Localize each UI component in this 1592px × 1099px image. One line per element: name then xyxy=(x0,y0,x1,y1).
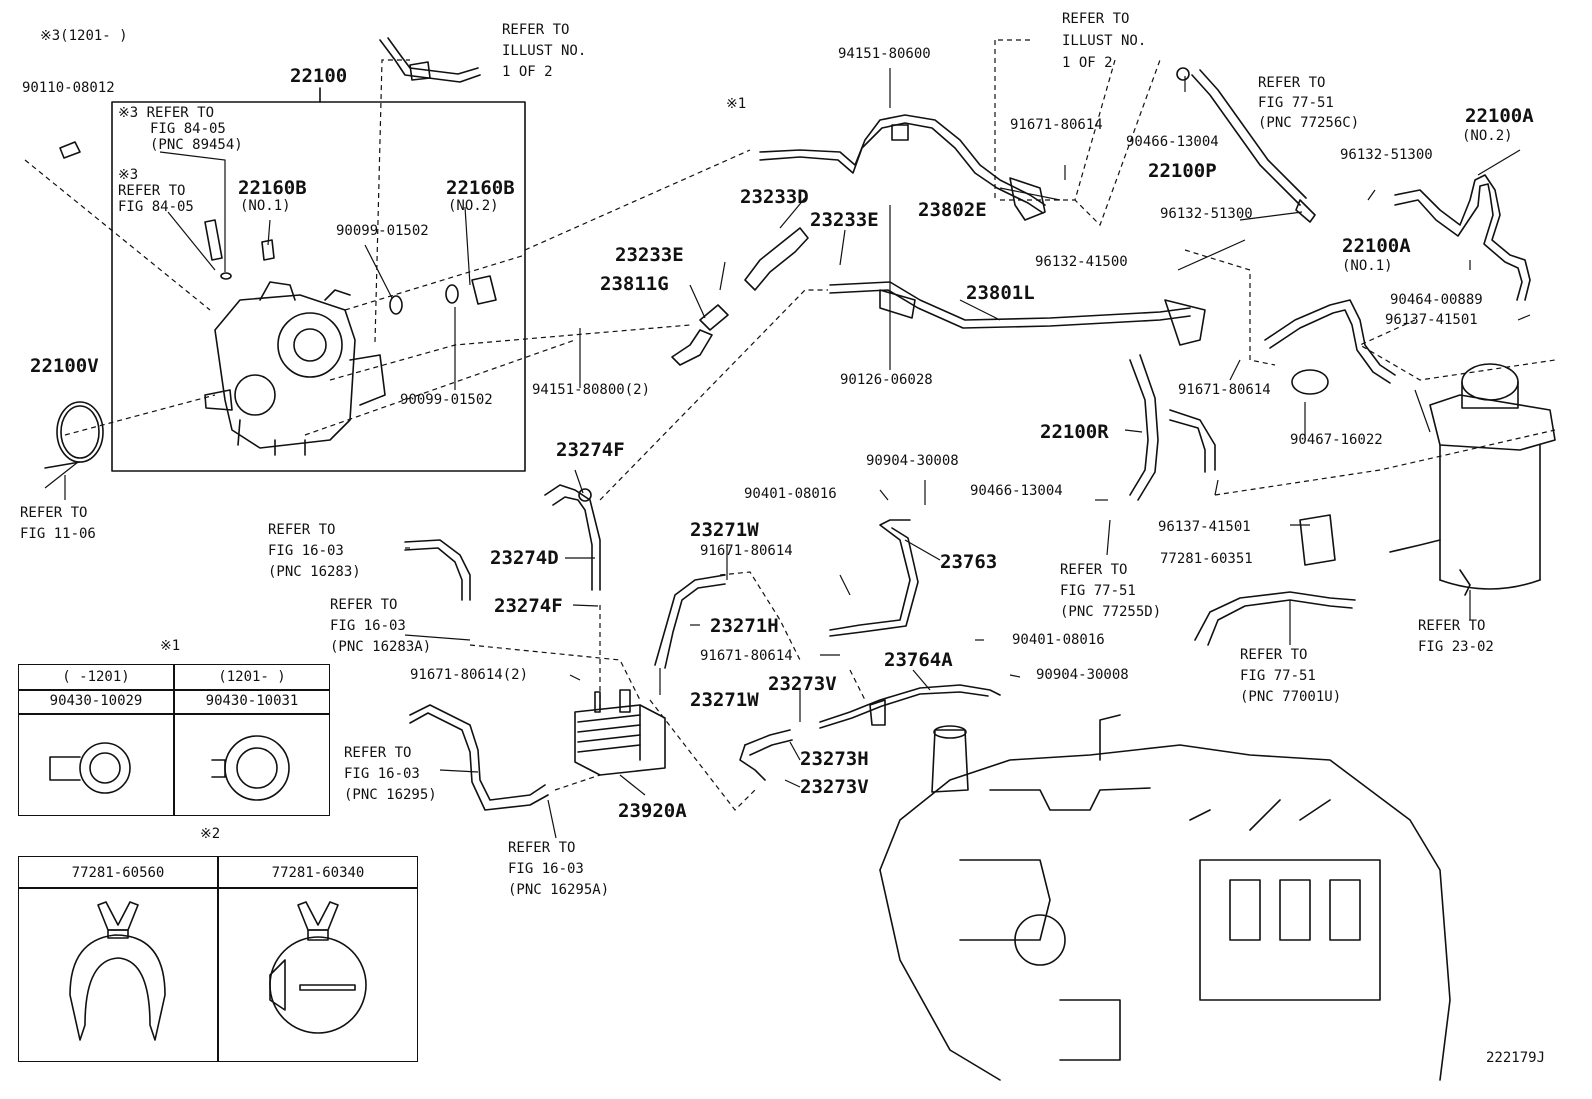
part-label: 23801L xyxy=(966,282,1035,304)
part-label: 23764A xyxy=(884,649,953,671)
table-header: ( -1201) xyxy=(62,669,130,685)
part-label: 90466-13004 xyxy=(1126,134,1219,150)
part-label: 94151-80800(2) xyxy=(532,382,651,398)
pump-assembly-box xyxy=(111,101,526,472)
part-label: 90099-01502 xyxy=(400,392,493,408)
part-label: 90466-13004 xyxy=(970,483,1063,499)
part-label: 77281-60351 xyxy=(1160,551,1253,567)
part-label: 23233E xyxy=(810,209,879,231)
part-label: 94151-80600 xyxy=(838,46,931,62)
part-label: 96137-41501 xyxy=(1158,519,1251,535)
part-label: 22160B xyxy=(238,177,307,199)
part-label: (NO.1) xyxy=(240,198,291,214)
part-label: 23271H xyxy=(710,615,779,637)
part-label: 90904-30008 xyxy=(866,453,959,469)
part-label: 23273H xyxy=(800,748,869,770)
part-label: 22100P xyxy=(1148,160,1217,182)
part-label: 22100A xyxy=(1465,105,1534,127)
part-label: 23233E xyxy=(615,244,684,266)
part-label: 23273V xyxy=(800,776,869,798)
table-part: 90430-10031 xyxy=(205,693,299,709)
part-label: 96132-41500 xyxy=(1035,254,1128,270)
part-label: 90099-01502 xyxy=(336,223,429,239)
part-label: 22100R xyxy=(1040,421,1109,443)
header-note: ※3(1201- ) xyxy=(40,28,128,44)
engine-block-drawing xyxy=(879,714,1451,1081)
sensor-22160b1 xyxy=(204,219,223,261)
part-label: 90467-16022 xyxy=(1290,432,1383,448)
note1-table: ( -1201) (1201- ) 90430-10029 90430-1003… xyxy=(18,664,330,816)
part-label: 23920A xyxy=(618,800,687,822)
part-label: 23811G xyxy=(600,273,669,295)
part-label: 22100 xyxy=(290,65,348,87)
part-label: (NO.1) xyxy=(1342,258,1393,274)
part-label: 96132-51300 xyxy=(1160,206,1253,222)
part-label: 22100V xyxy=(30,355,99,377)
footer-code: 222179J xyxy=(1486,1050,1546,1066)
part-label: 90464-00889 xyxy=(1390,292,1483,308)
part-label: 90401-08016 xyxy=(1012,632,1105,648)
table-part: 77281-60340 xyxy=(271,865,365,881)
part-label: (NO.2) xyxy=(1462,128,1513,144)
part-label: 96137-41501 xyxy=(1385,312,1478,328)
part-label: 91671-80614 xyxy=(1010,117,1103,133)
part-label: 91671-80614 xyxy=(700,543,793,559)
oil-cooler-drawing xyxy=(574,689,666,776)
part-label: 23763 xyxy=(940,551,998,573)
part-label: (NO.2) xyxy=(448,198,499,214)
part-label: 91671-80614 xyxy=(1178,382,1271,398)
part-label: 90401-08016 xyxy=(744,486,837,502)
part-label: 90904-30008 xyxy=(1036,667,1129,683)
table-part: 77281-60560 xyxy=(71,865,165,881)
part-label: 23274F xyxy=(494,595,563,617)
part-label: 23274D xyxy=(490,547,559,569)
part-label: 91671-80614(2) xyxy=(410,667,529,683)
fuel-filter-drawing xyxy=(1389,363,1556,596)
part-label: 22160B xyxy=(446,177,515,199)
table-part: 90430-10029 xyxy=(49,693,143,709)
refer-note: ※1 xyxy=(726,96,747,112)
part-label: 23271W xyxy=(690,689,759,711)
part-label: 90110-08012 xyxy=(22,80,115,96)
note-marker: ※1 xyxy=(160,638,181,654)
part-label: 90126-06028 xyxy=(840,372,933,388)
part-label: 23271W xyxy=(690,519,759,541)
part-label: 22100A xyxy=(1342,235,1411,257)
table-header: (1201- ) xyxy=(218,669,286,685)
part-label: 23274F xyxy=(556,439,625,461)
note2-table: 77281-60560 77281-60340 xyxy=(18,856,418,1062)
part-label: 23233D xyxy=(740,186,809,208)
fuel-pump-drawing xyxy=(204,281,386,456)
part-label: 23802E xyxy=(918,199,987,221)
part-label: 91671-80614 xyxy=(700,648,793,664)
part-label: 23273V xyxy=(768,673,837,695)
part-label: 96132-51300 xyxy=(1340,147,1433,163)
note-marker: ※2 xyxy=(200,826,221,842)
